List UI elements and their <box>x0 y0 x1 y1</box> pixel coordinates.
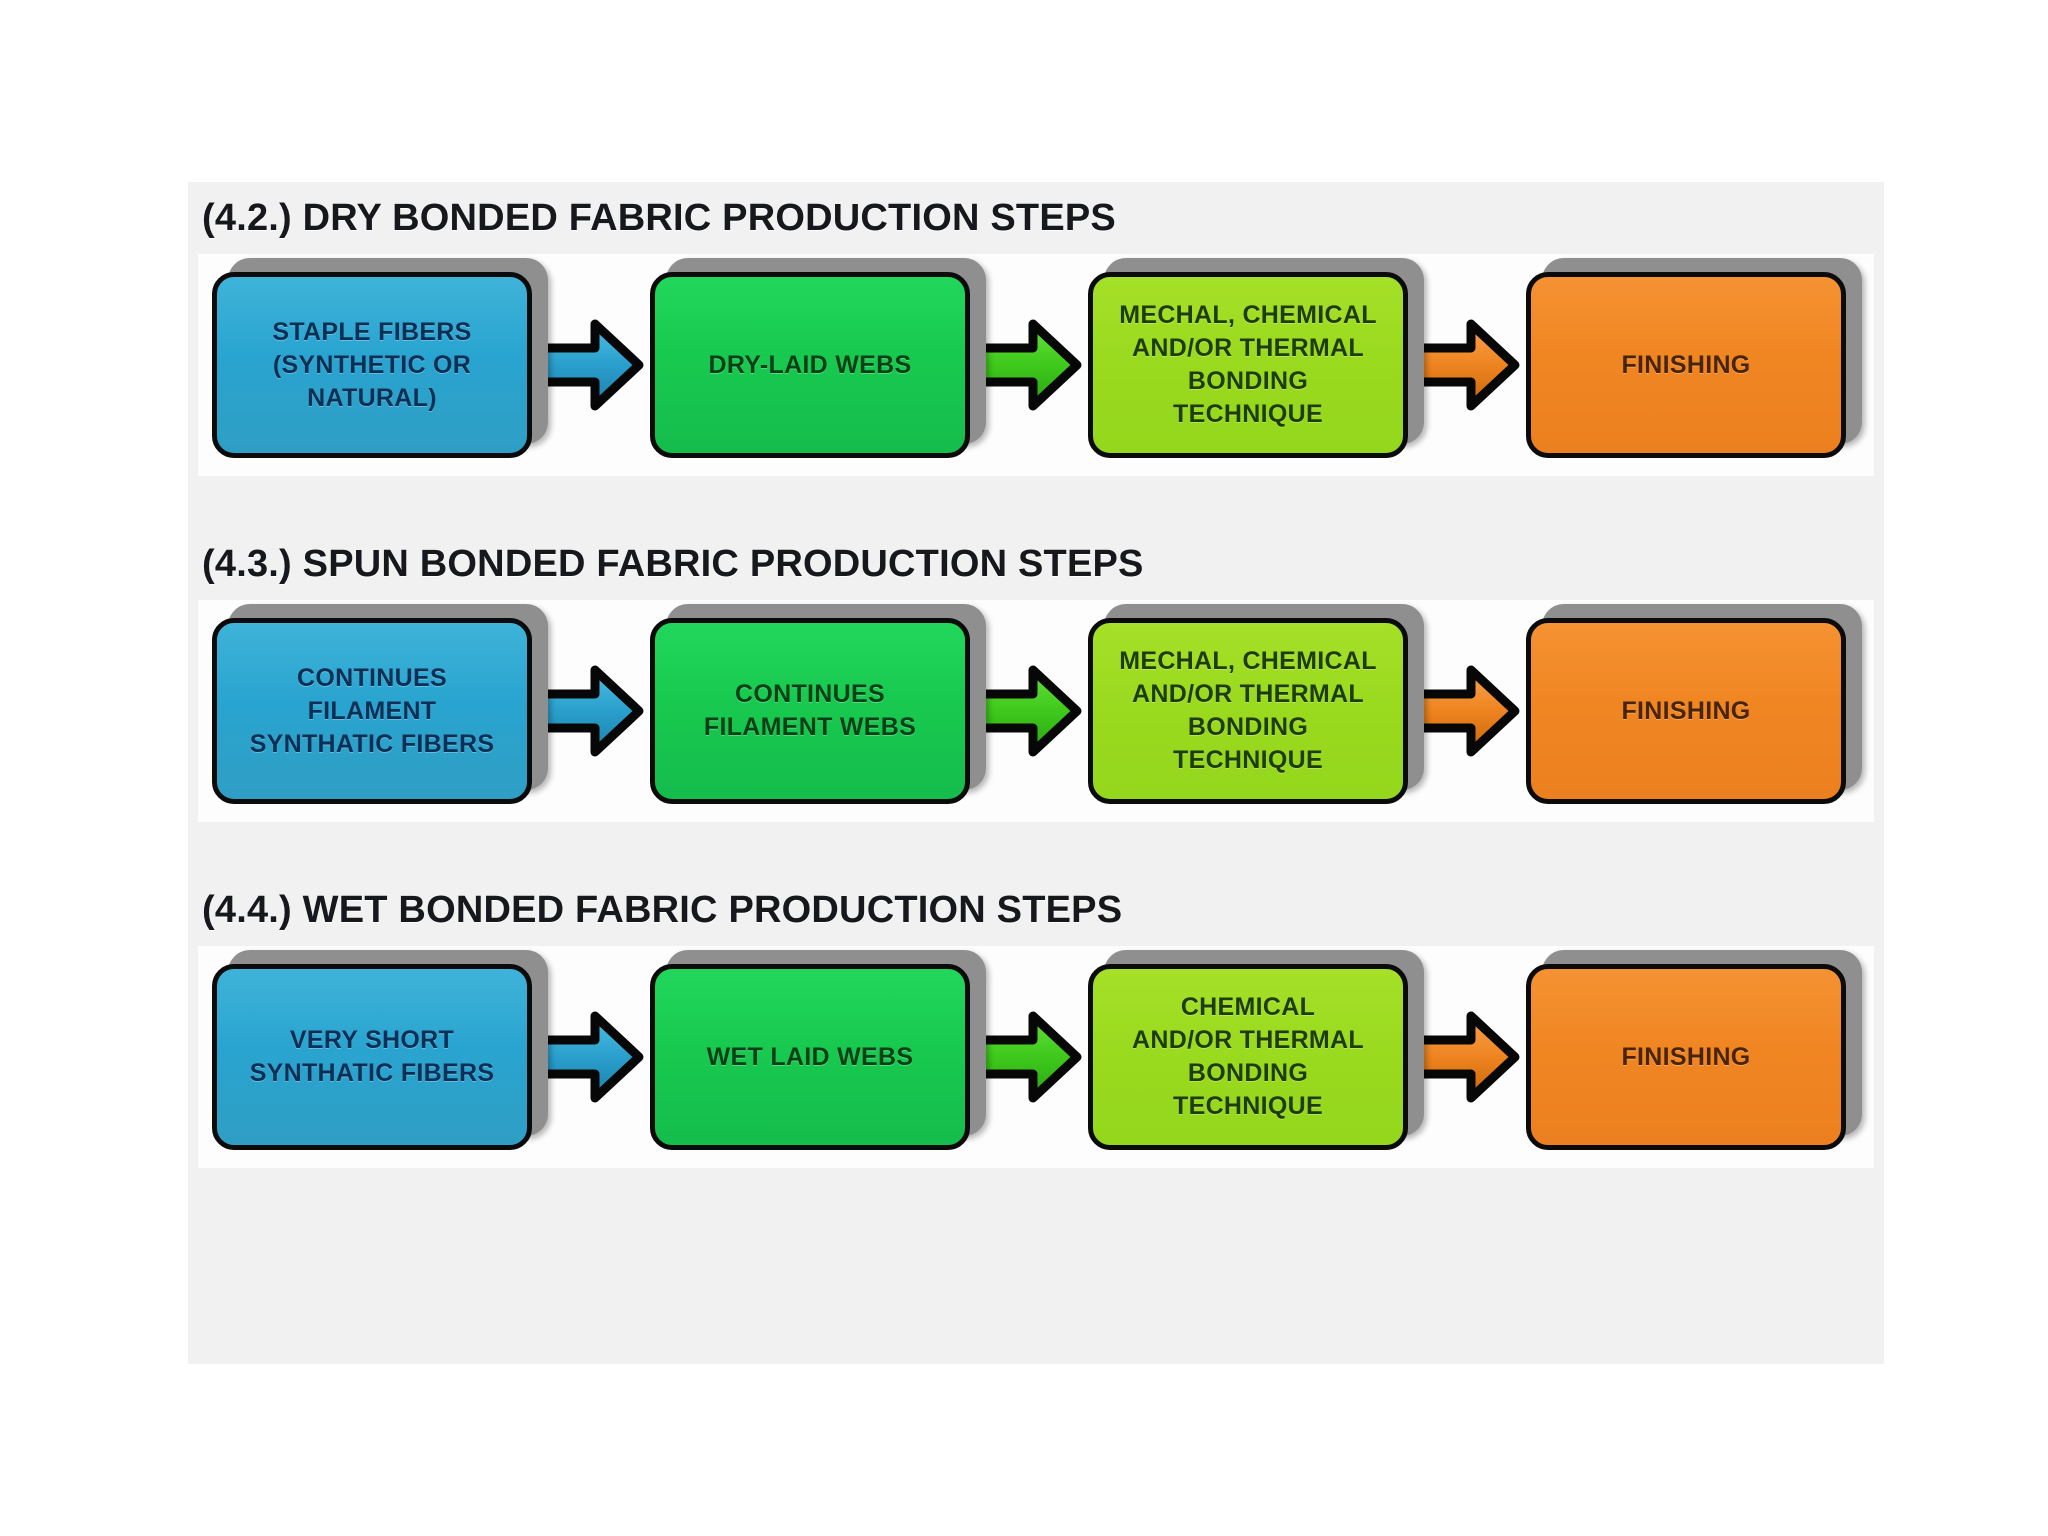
node-surface[interactable]: FINISHING <box>1526 618 1846 804</box>
node-surface[interactable]: FINISHING <box>1526 272 1846 458</box>
section-title-spun-bonded: (4.3.) SPUN BONDED FABRIC PRODUCTION STE… <box>202 543 1144 585</box>
section-spacer <box>188 476 1884 528</box>
node-surface[interactable]: FINISHING <box>1526 964 1846 1150</box>
node-label: DRY-LAID WEBS <box>708 350 912 379</box>
node-label: CHEMICAL AND/OR THERMAL BONDING TECHNIQU… <box>1132 993 1364 1120</box>
flow-arrow-green-1 <box>970 312 1088 418</box>
flow-node-bonding-technique[interactable]: MECHAL, CHEMICAL AND/OR THERMAL BONDING … <box>1088 604 1424 804</box>
node-label: MECHAL, CHEMICAL AND/OR THERMAL BONDING … <box>1119 647 1377 774</box>
flow-node-finishing[interactable]: FINISHING <box>1526 258 1862 458</box>
node-label: CONTINUES FILAMENT WEBS <box>703 680 917 741</box>
node-label: STAPLE FIBERS (SYNTHETIC OR NATURAL) <box>272 317 472 412</box>
node-surface[interactable]: CONTINUES FILAMENT SYNTHATIC FIBERS <box>212 618 532 804</box>
flow-node-finishing[interactable]: FINISHING <box>1526 604 1862 804</box>
flow-arrow-orange-2 <box>1408 658 1526 764</box>
node-label: FINISHING <box>1621 1042 1751 1071</box>
flow-node-bonding-technique[interactable]: CHEMICAL AND/OR THERMAL BONDING TECHNIQU… <box>1088 950 1424 1150</box>
section-title-wet-bonded: (4.4.) WET BONDED FABRIC PRODUCTION STEP… <box>202 889 1123 931</box>
node-label: WET LAID WEBS <box>706 1042 914 1071</box>
node-label: VERY SHORT SYNTHATIC FIBERS <box>249 1026 495 1087</box>
flow-arrow-orange-1 <box>1408 312 1526 418</box>
node-surface[interactable]: MECHAL, CHEMICAL AND/OR THERMAL BONDING … <box>1088 618 1408 804</box>
node-surface[interactable]: STAPLE FIBERS (SYNTHETIC OR NATURAL) <box>212 272 532 458</box>
node-label: MECHAL, CHEMICAL AND/OR THERMAL BONDING … <box>1119 301 1377 428</box>
node-surface[interactable]: WET LAID WEBS <box>650 964 970 1150</box>
node-label: FINISHING <box>1621 696 1751 725</box>
flow-node-bonding-technique[interactable]: MECHAL, CHEMICAL AND/OR THERMAL BONDING … <box>1088 258 1424 458</box>
flow-node-continues-filament-webs[interactable]: CONTINUES FILAMENT WEBS <box>650 604 986 804</box>
node-surface[interactable]: CONTINUES FILAMENT WEBS <box>650 618 970 804</box>
flow-node-continues-filament-synthatic-fibers[interactable]: CONTINUES FILAMENT SYNTHATIC FIBERS <box>212 604 548 804</box>
flow-node-dry-laid-webs[interactable]: DRY-LAID WEBS <box>650 258 986 458</box>
flow-node-very-short-synthatic-fibers[interactable]: VERY SHORT SYNTHATIC FIBERS <box>212 950 548 1150</box>
flow-band-spun-bonded: CONTINUES FILAMENT SYNTHATIC FIBERS CONT… <box>198 600 1874 822</box>
diagram-canvas: (4.2.) DRY BONDED FABRIC PRODUCTION STEP… <box>188 182 1884 1364</box>
node-surface[interactable]: DRY-LAID WEBS <box>650 272 970 458</box>
flow-band-dry-bonded: STAPLE FIBERS (SYNTHETIC OR NATURAL) DRY… <box>198 254 1874 476</box>
section-spacer <box>188 822 1884 874</box>
node-surface[interactable]: MECHAL, CHEMICAL AND/OR THERMAL BONDING … <box>1088 272 1408 458</box>
section-title-dry-bonded: (4.2.) DRY BONDED FABRIC PRODUCTION STEP… <box>202 197 1116 239</box>
flow-arrow-green-3 <box>970 1004 1088 1110</box>
flow-arrow-blue-3 <box>532 1004 650 1110</box>
flow-arrow-blue-1 <box>532 312 650 418</box>
flow-node-staple-fibers[interactable]: STAPLE FIBERS (SYNTHETIC OR NATURAL) <box>212 258 548 458</box>
node-label: FINISHING <box>1621 350 1751 379</box>
flow-node-wet-laid-webs[interactable]: WET LAID WEBS <box>650 950 986 1150</box>
node-label: CONTINUES FILAMENT SYNTHATIC FIBERS <box>249 663 495 758</box>
flow-band-wet-bonded: VERY SHORT SYNTHATIC FIBERS WET LAID WEB… <box>198 946 1874 1168</box>
flow-arrow-blue-2 <box>532 658 650 764</box>
flow-node-finishing[interactable]: FINISHING <box>1526 950 1862 1150</box>
flow-arrow-orange-3 <box>1408 1004 1526 1110</box>
flow-arrow-green-2 <box>970 658 1088 764</box>
node-surface[interactable]: VERY SHORT SYNTHATIC FIBERS <box>212 964 532 1150</box>
node-surface[interactable]: CHEMICAL AND/OR THERMAL BONDING TECHNIQU… <box>1088 964 1408 1150</box>
